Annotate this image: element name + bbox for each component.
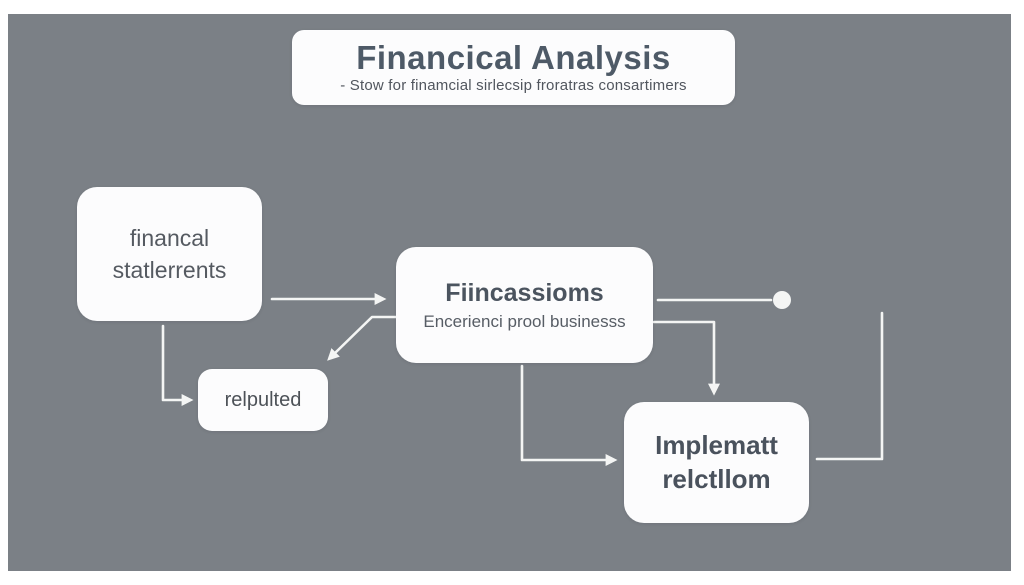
diagram-subtitle: - Stow for finamcial sirlecsip froratras… (340, 77, 687, 94)
node-financial-statements: financal statlerrents (77, 187, 262, 321)
node-financial-statements-label-line1: financal (129, 224, 210, 251)
node-financial-statements-label-line2: statlerrents (112, 257, 227, 283)
diagram-title: Financical Analysis (356, 39, 671, 76)
node-relpulted-label: relpulted (224, 388, 302, 411)
node-fincassioms-subtitle: Encerienci prool businesss (423, 311, 626, 331)
node-fincassioms-title: Fiincassioms (445, 278, 604, 307)
node-relpulted: relpulted (198, 369, 328, 431)
diagram-title-box: Financical Analysis - Stow for finamcial… (292, 30, 735, 105)
node-implematt-label-line1: Implematt (655, 429, 778, 460)
node-implematt-label-line2: relctllom (662, 463, 771, 494)
node-implematt: Implematt relctllom (624, 402, 809, 523)
node-fincassioms: Fiincassioms Encerienci prool businesss (396, 247, 653, 363)
